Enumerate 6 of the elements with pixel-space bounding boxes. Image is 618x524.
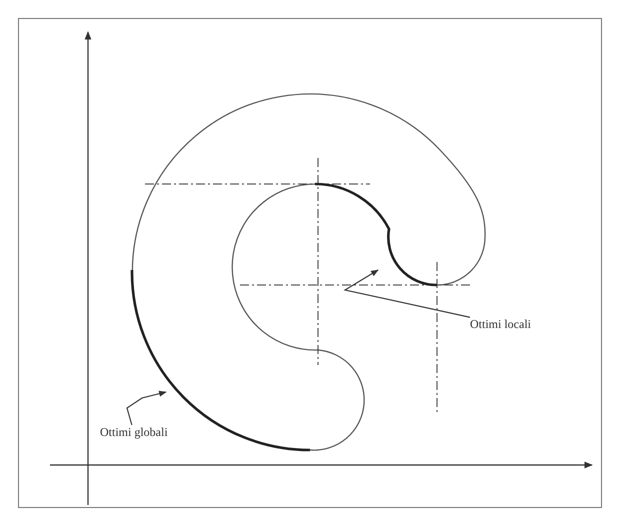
leader-line: [126, 390, 167, 426]
optimum-curve: [130, 270, 310, 452]
leader-line: [344, 270, 470, 318]
annotation-label: Ottimi globali: [100, 425, 168, 439]
annotation-label: Ottimi locali: [470, 317, 531, 331]
optimum-curve: [314, 182, 438, 286]
